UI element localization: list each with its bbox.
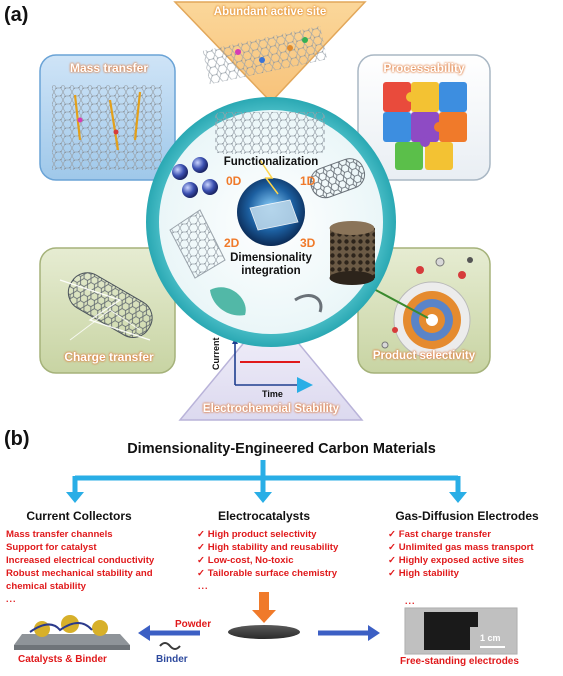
electrochemical-stability-label: Electrochemcial Stability xyxy=(202,403,340,415)
dim-2d-label: 2D xyxy=(224,236,240,250)
current-collectors-heading: Current Collectors xyxy=(26,509,132,523)
dim-3d-label: 3D xyxy=(300,236,316,250)
list-item: Unlimited gas mass transport xyxy=(388,541,534,554)
dim-0d-label: 0D xyxy=(226,174,242,188)
time-axis-label: Time xyxy=(262,389,283,399)
mass-transfer-tile xyxy=(39,54,176,181)
functionalization-label: Functionalization xyxy=(223,156,319,168)
central-ring xyxy=(146,97,396,347)
current-axis-label: Current xyxy=(211,337,221,370)
current-collectors-more: ... xyxy=(6,594,17,604)
list-item: chemical stability xyxy=(6,581,86,592)
processability-tile xyxy=(357,54,491,181)
product-selectivity-label: Product selectivity xyxy=(372,350,476,362)
gas-diffusion-electrodes-heading: Gas-Diffusion Electrodes xyxy=(395,509,539,523)
gas-diffusion-electrodes-more: ... xyxy=(405,596,416,606)
free-standing-electrode-photo xyxy=(404,607,518,655)
list-item: Support for catalyst xyxy=(6,542,97,553)
list-item: High product selectivity xyxy=(197,528,338,541)
charge-transfer-label: Charge transfer xyxy=(64,350,154,364)
powder-arrow xyxy=(138,625,200,650)
electrocatalysts-heading: Electrocatalysts xyxy=(217,509,311,523)
current-collectors-list: Mass transfer channels Support for catal… xyxy=(6,528,154,593)
electrocatalysts-list: High product selectivity High stability … xyxy=(197,528,339,580)
powder-label: Powder xyxy=(175,619,212,630)
electrochemical-stability-tile xyxy=(178,308,364,421)
binder-label: Binder xyxy=(156,654,188,665)
tree-connector xyxy=(66,460,467,503)
list-item: Tailorable surface chemistry xyxy=(197,567,338,580)
product-selectivity-tile xyxy=(357,247,491,374)
list-item: High stability and reusability xyxy=(197,541,339,554)
catalysts-binder-caption: Catalysts & Binder xyxy=(18,654,107,665)
list-item: Low-cost, No-toxic xyxy=(197,554,338,567)
list-item: Increased electrical conductivity xyxy=(6,555,155,566)
list-item: Fast charge transfer xyxy=(388,528,534,541)
to-gde-arrow xyxy=(318,625,380,641)
panel-b-label: (b) xyxy=(4,428,30,450)
panel-b-title: Dimensionality-Engineered Carbon Materia… xyxy=(127,441,436,457)
list-item: High stability xyxy=(388,567,534,580)
panel-a-label: (a) xyxy=(4,4,29,26)
free-standing-electrodes-caption: Free-standing electrodes xyxy=(400,656,519,667)
scale-bar-label: 1 cm xyxy=(480,633,501,643)
list-item: Robust mechanical stability and xyxy=(6,568,153,579)
list-item: Mass transfer channels xyxy=(6,529,113,540)
charge-transfer-tile xyxy=(39,247,176,374)
mass-transfer-label: Mass transfer xyxy=(69,61,149,75)
abundant-active-site-tile xyxy=(173,1,367,104)
gas-diffusion-electrodes-list: Fast charge transfer Unlimited gas mass … xyxy=(388,528,534,580)
dim-1d-label: 1D xyxy=(300,174,316,188)
catalyst-binder-illustration xyxy=(14,615,130,650)
abundant-active-site-label: Abundant active site xyxy=(213,6,327,18)
electrocatalyst-illustration xyxy=(228,592,300,639)
processability-label: Processability xyxy=(383,61,465,75)
list-item: Highly exposed active sites xyxy=(388,554,534,567)
electrocatalysts-more: ... xyxy=(198,581,209,591)
